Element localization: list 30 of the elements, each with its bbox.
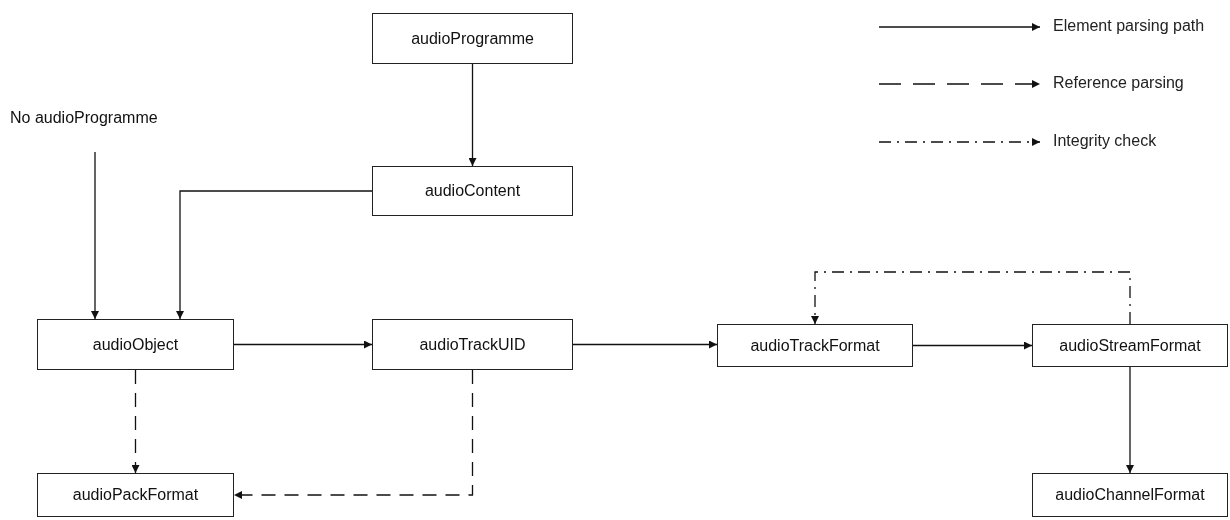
legend-label: Integrity check (1053, 132, 1157, 150)
arrow (233, 340, 373, 349)
arrow (572, 340, 718, 349)
arrow (468, 63, 477, 167)
arrow (131, 369, 140, 474)
node-label: audioObject (92, 335, 179, 354)
legend-label: Reference parsing (1053, 74, 1184, 92)
node-label: audioChannelFormat (1055, 486, 1205, 504)
node-label: audioContent (424, 182, 521, 200)
arrow (91, 151, 99, 320)
arrow (912, 341, 1033, 350)
arrow (1126, 366, 1134, 474)
legend-label: Element parsing path (1053, 17, 1205, 35)
process-box (372, 13, 573, 64)
node-label: audioProgramme (411, 29, 534, 48)
node-label: audioStreamFormat (1059, 336, 1201, 355)
arrow (233, 369, 474, 499)
process-box (37, 473, 234, 517)
process-box (717, 324, 913, 367)
node-label: audioPackFormat (72, 486, 199, 504)
arrow (811, 271, 1131, 325)
node-label: audioTrackFormat (750, 336, 880, 355)
arrow (176, 190, 373, 320)
start-label: No audioProgramme (10, 109, 158, 127)
process-box (372, 166, 573, 216)
process-box (372, 319, 573, 370)
process-box (1032, 473, 1228, 517)
node-label: audioTrackUID (419, 335, 526, 354)
process-box (37, 319, 234, 370)
process-box (1032, 324, 1228, 367)
